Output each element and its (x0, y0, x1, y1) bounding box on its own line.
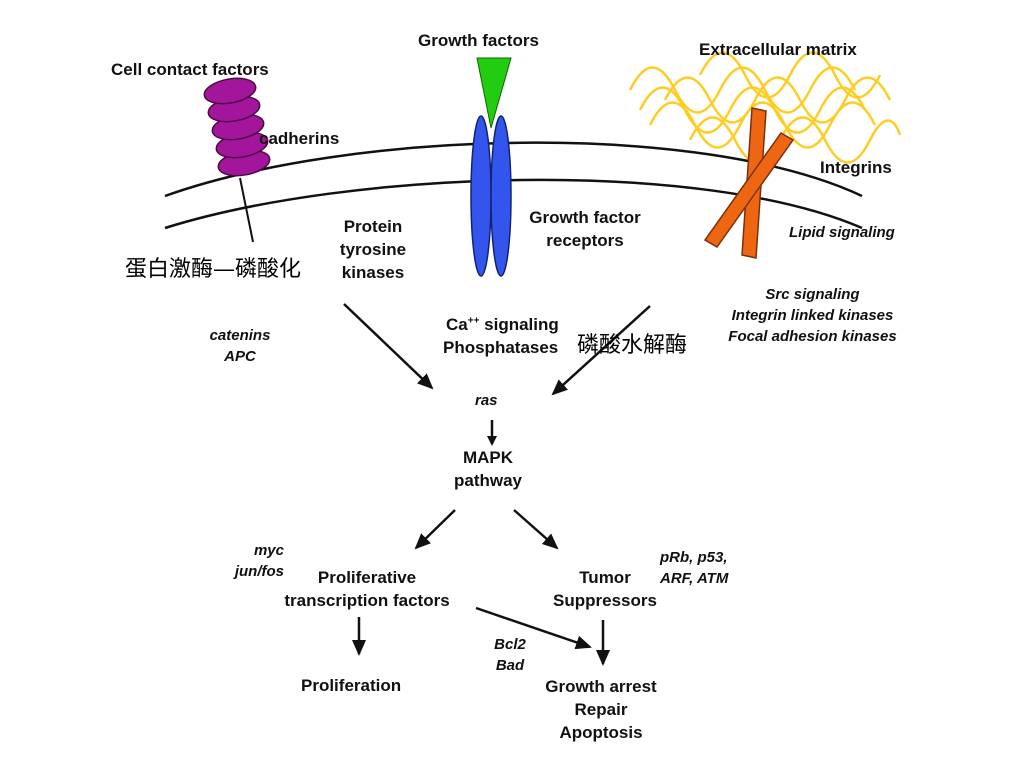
outcome-apoptosis: Apoptosis (559, 723, 643, 742)
cadherins-label: cadherins (259, 129, 340, 148)
myc-label: myc jun/fos (210, 540, 284, 582)
extracellular-matrix-fibers (628, 51, 902, 164)
integrin (703, 107, 795, 259)
ca-suffix: signaling (479, 315, 559, 334)
protein-tyrosine-kinases-label: Protein tyrosine kinases (318, 215, 428, 284)
ca-superscript: ++ (467, 315, 480, 327)
bad-line: Bad (495, 657, 525, 674)
cell-membrane-inner (164, 178, 863, 230)
prb-line-2: ARF, ATM (660, 570, 729, 587)
ras-label: ras (475, 392, 498, 409)
prb-line-1: pRb, p53, (660, 549, 728, 566)
prolif-tf-line-2: transcription factors (284, 591, 450, 610)
lipid-signaling-label: Lipid signaling (789, 224, 895, 241)
myc-line: myc (253, 542, 284, 559)
tumor-suppressors-label: Tumor Suppressors (540, 566, 670, 612)
bcl2-line: Bcl2 (494, 636, 526, 653)
tumor-line-1: Tumor (579, 568, 631, 587)
prolif-tf-line-1: Proliferative (317, 568, 417, 587)
arrow-mapk-to-tumor (513, 509, 559, 550)
phosphatases-label: Phosphatases (443, 338, 559, 357)
extracellular-matrix-label: Extracellular matrix (699, 40, 857, 59)
junfos-line: jun/fos (234, 563, 284, 580)
cadherin-stalk (239, 177, 254, 243)
cn-phosphatase-annotation: 磷酸水解酶 (577, 333, 688, 358)
outcome-repair: Repair (574, 700, 628, 719)
ca-signaling-label: Ca++ signaling (446, 313, 559, 336)
proliferative-tf-label: Proliferative transcription factors (266, 566, 468, 612)
catenins-apc-label: catenins APC (190, 325, 290, 367)
outcome-growth-arrest: Growth arrest (545, 677, 657, 696)
ptk-line-3: kinases (341, 263, 405, 282)
growth-factor-ligand (476, 57, 512, 129)
gfr-line-2: receptors (546, 231, 624, 250)
ca-prefix: Ca (446, 315, 468, 334)
arrow-integrin-to-ras (551, 305, 651, 396)
bcl2-bad-label: Bcl2 Bad (480, 634, 540, 676)
gfr-line-1: Growth factor (529, 208, 641, 227)
integrins-label: Integrins (820, 158, 892, 177)
mapk-line-2: pathway (453, 471, 523, 490)
arrow-kinases-to-ras (343, 303, 434, 390)
src-signaling-label: Src signaling Integrin linked kinases Fo… (705, 284, 920, 347)
arrows (343, 303, 651, 666)
src-line-2: Integrin linked kinases (731, 307, 894, 324)
arrow-mapk-to-proliferative (414, 509, 456, 550)
cn-kinase-annotation: 蛋白激酶—磷酸化 (125, 257, 302, 282)
catenins-line: catenins (209, 327, 271, 344)
prb-p53-label: pRb, p53, ARF, ATM (660, 547, 728, 589)
growth-factor-receptors-label: Growth factor receptors (510, 206, 660, 252)
src-line-1: Src signaling (765, 286, 860, 303)
arrow-proliferative-to-outcomes (475, 606, 592, 650)
tumor-line-2: Suppressors (553, 591, 657, 610)
cadherin-stack (203, 77, 271, 177)
apc-line: APC (224, 348, 256, 365)
ptk-line-1: Protein (343, 217, 403, 236)
mapk-line-1: MAPK (462, 448, 514, 467)
ptk-line-2: tyrosine (339, 240, 407, 259)
growth-factor-receptor (470, 115, 512, 277)
growth-factors-label: Growth factors (418, 31, 539, 50)
mapk-label: MAPK pathway (438, 446, 538, 492)
src-line-3: Focal adhesion kinases (728, 328, 897, 345)
proliferation-label: Proliferation (301, 676, 402, 695)
outcomes-label: Growth arrest Repair Apoptosis (528, 675, 674, 744)
cell-contact-label: Cell contact factors (111, 60, 269, 79)
